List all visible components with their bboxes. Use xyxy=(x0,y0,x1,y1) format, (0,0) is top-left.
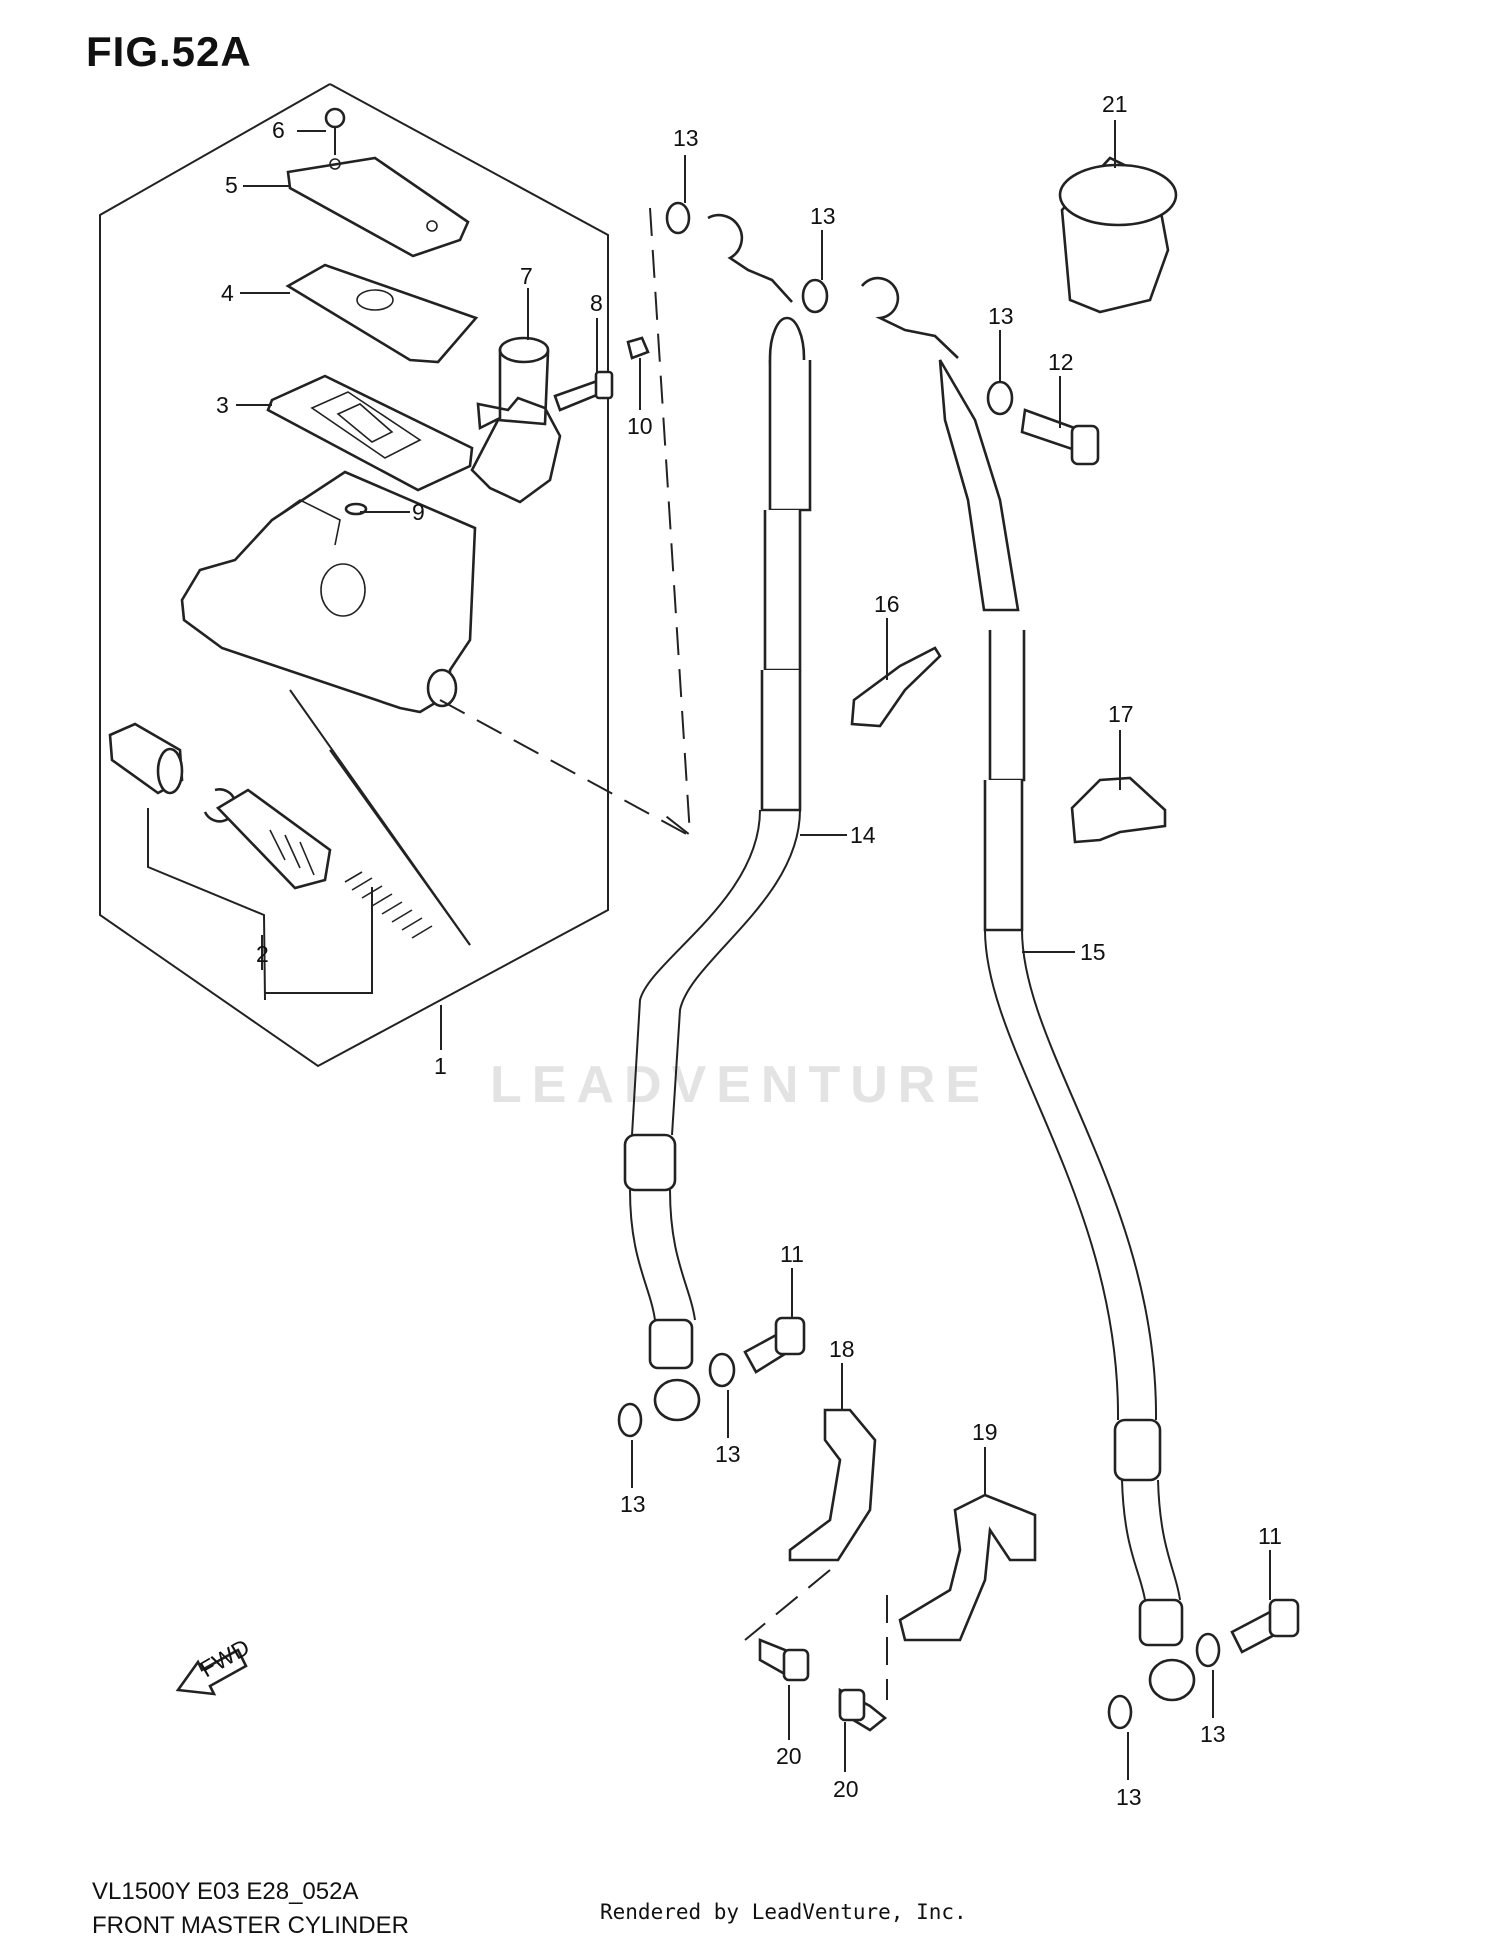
callout-18: 18 xyxy=(829,1336,855,1362)
callout-19: 19 xyxy=(972,1419,998,1445)
callout-13-g: 13 xyxy=(1116,1784,1142,1810)
figure-title: FIG.52A xyxy=(86,28,252,75)
callout-9: 9 xyxy=(412,499,425,525)
callout-6: 6 xyxy=(272,117,285,143)
part-6-screw xyxy=(324,107,346,155)
callout-11-b: 11 xyxy=(1258,1523,1282,1549)
part-8-bolt xyxy=(553,370,614,412)
callout-13-d: 13 xyxy=(715,1441,741,1467)
assembly-frame xyxy=(99,83,609,1068)
part-2-piston-set xyxy=(108,722,433,939)
callout-21: 21 xyxy=(1102,91,1128,117)
part-14-brake-hose xyxy=(623,213,812,1422)
callout-13-a: 13 xyxy=(673,125,699,151)
part-15-brake-hose xyxy=(860,276,1196,1702)
part-17-clamp xyxy=(1070,776,1167,844)
part-19-bracket xyxy=(898,1493,1037,1642)
callout-8: 8 xyxy=(590,290,603,316)
callout-3: 3 xyxy=(216,392,229,418)
part-21-boot xyxy=(1058,156,1178,314)
callout-12: 12 xyxy=(1048,349,1074,375)
watermark: LEADVENTURE xyxy=(490,1056,991,1114)
footer-rendered-by: Rendered by LeadVenture, Inc. xyxy=(600,1900,967,1924)
part-7-holder xyxy=(470,336,562,504)
callout-2: 2 xyxy=(256,941,269,967)
part-4-plate xyxy=(285,263,479,364)
master-cylinder-body xyxy=(180,470,477,714)
callout-10: 10 xyxy=(627,413,653,439)
callout-13-c: 13 xyxy=(988,303,1014,329)
callout-17: 17 xyxy=(1108,701,1134,727)
part-3-diaphragm xyxy=(266,374,474,492)
footer-model-code: VL1500Y E03 E28_052A xyxy=(92,1878,359,1905)
footer-diagram-name: FRONT MASTER CYLINDER xyxy=(92,1912,409,1939)
fwd-arrow-icon xyxy=(175,1648,248,1696)
callout-13-b: 13 xyxy=(810,203,836,229)
callout-7: 7 xyxy=(520,263,533,289)
part-18-bracket xyxy=(788,1408,877,1562)
part-11-12-bolts xyxy=(743,408,1300,1654)
callout-15: 15 xyxy=(1080,939,1106,965)
callout-5: 5 xyxy=(225,172,238,198)
callout-20-a: 20 xyxy=(776,1743,802,1769)
part-5-reservoir-cap xyxy=(286,156,470,258)
callout-20-b: 20 xyxy=(833,1776,859,1802)
callout-11-a: 11 xyxy=(780,1241,804,1267)
callout-16: 16 xyxy=(874,591,900,617)
part-10-clip xyxy=(626,336,650,360)
callout-13-e: 13 xyxy=(620,1491,646,1517)
part-16-clamp xyxy=(850,646,942,728)
callout-1: 1 xyxy=(434,1053,447,1079)
part-20-bolts xyxy=(758,1638,888,1732)
callout-13-f: 13 xyxy=(1200,1721,1226,1747)
callout-4: 4 xyxy=(221,280,234,306)
part-13-washers xyxy=(617,201,1221,1730)
callout-14: 14 xyxy=(850,822,876,848)
leader-lines xyxy=(236,120,1271,1780)
